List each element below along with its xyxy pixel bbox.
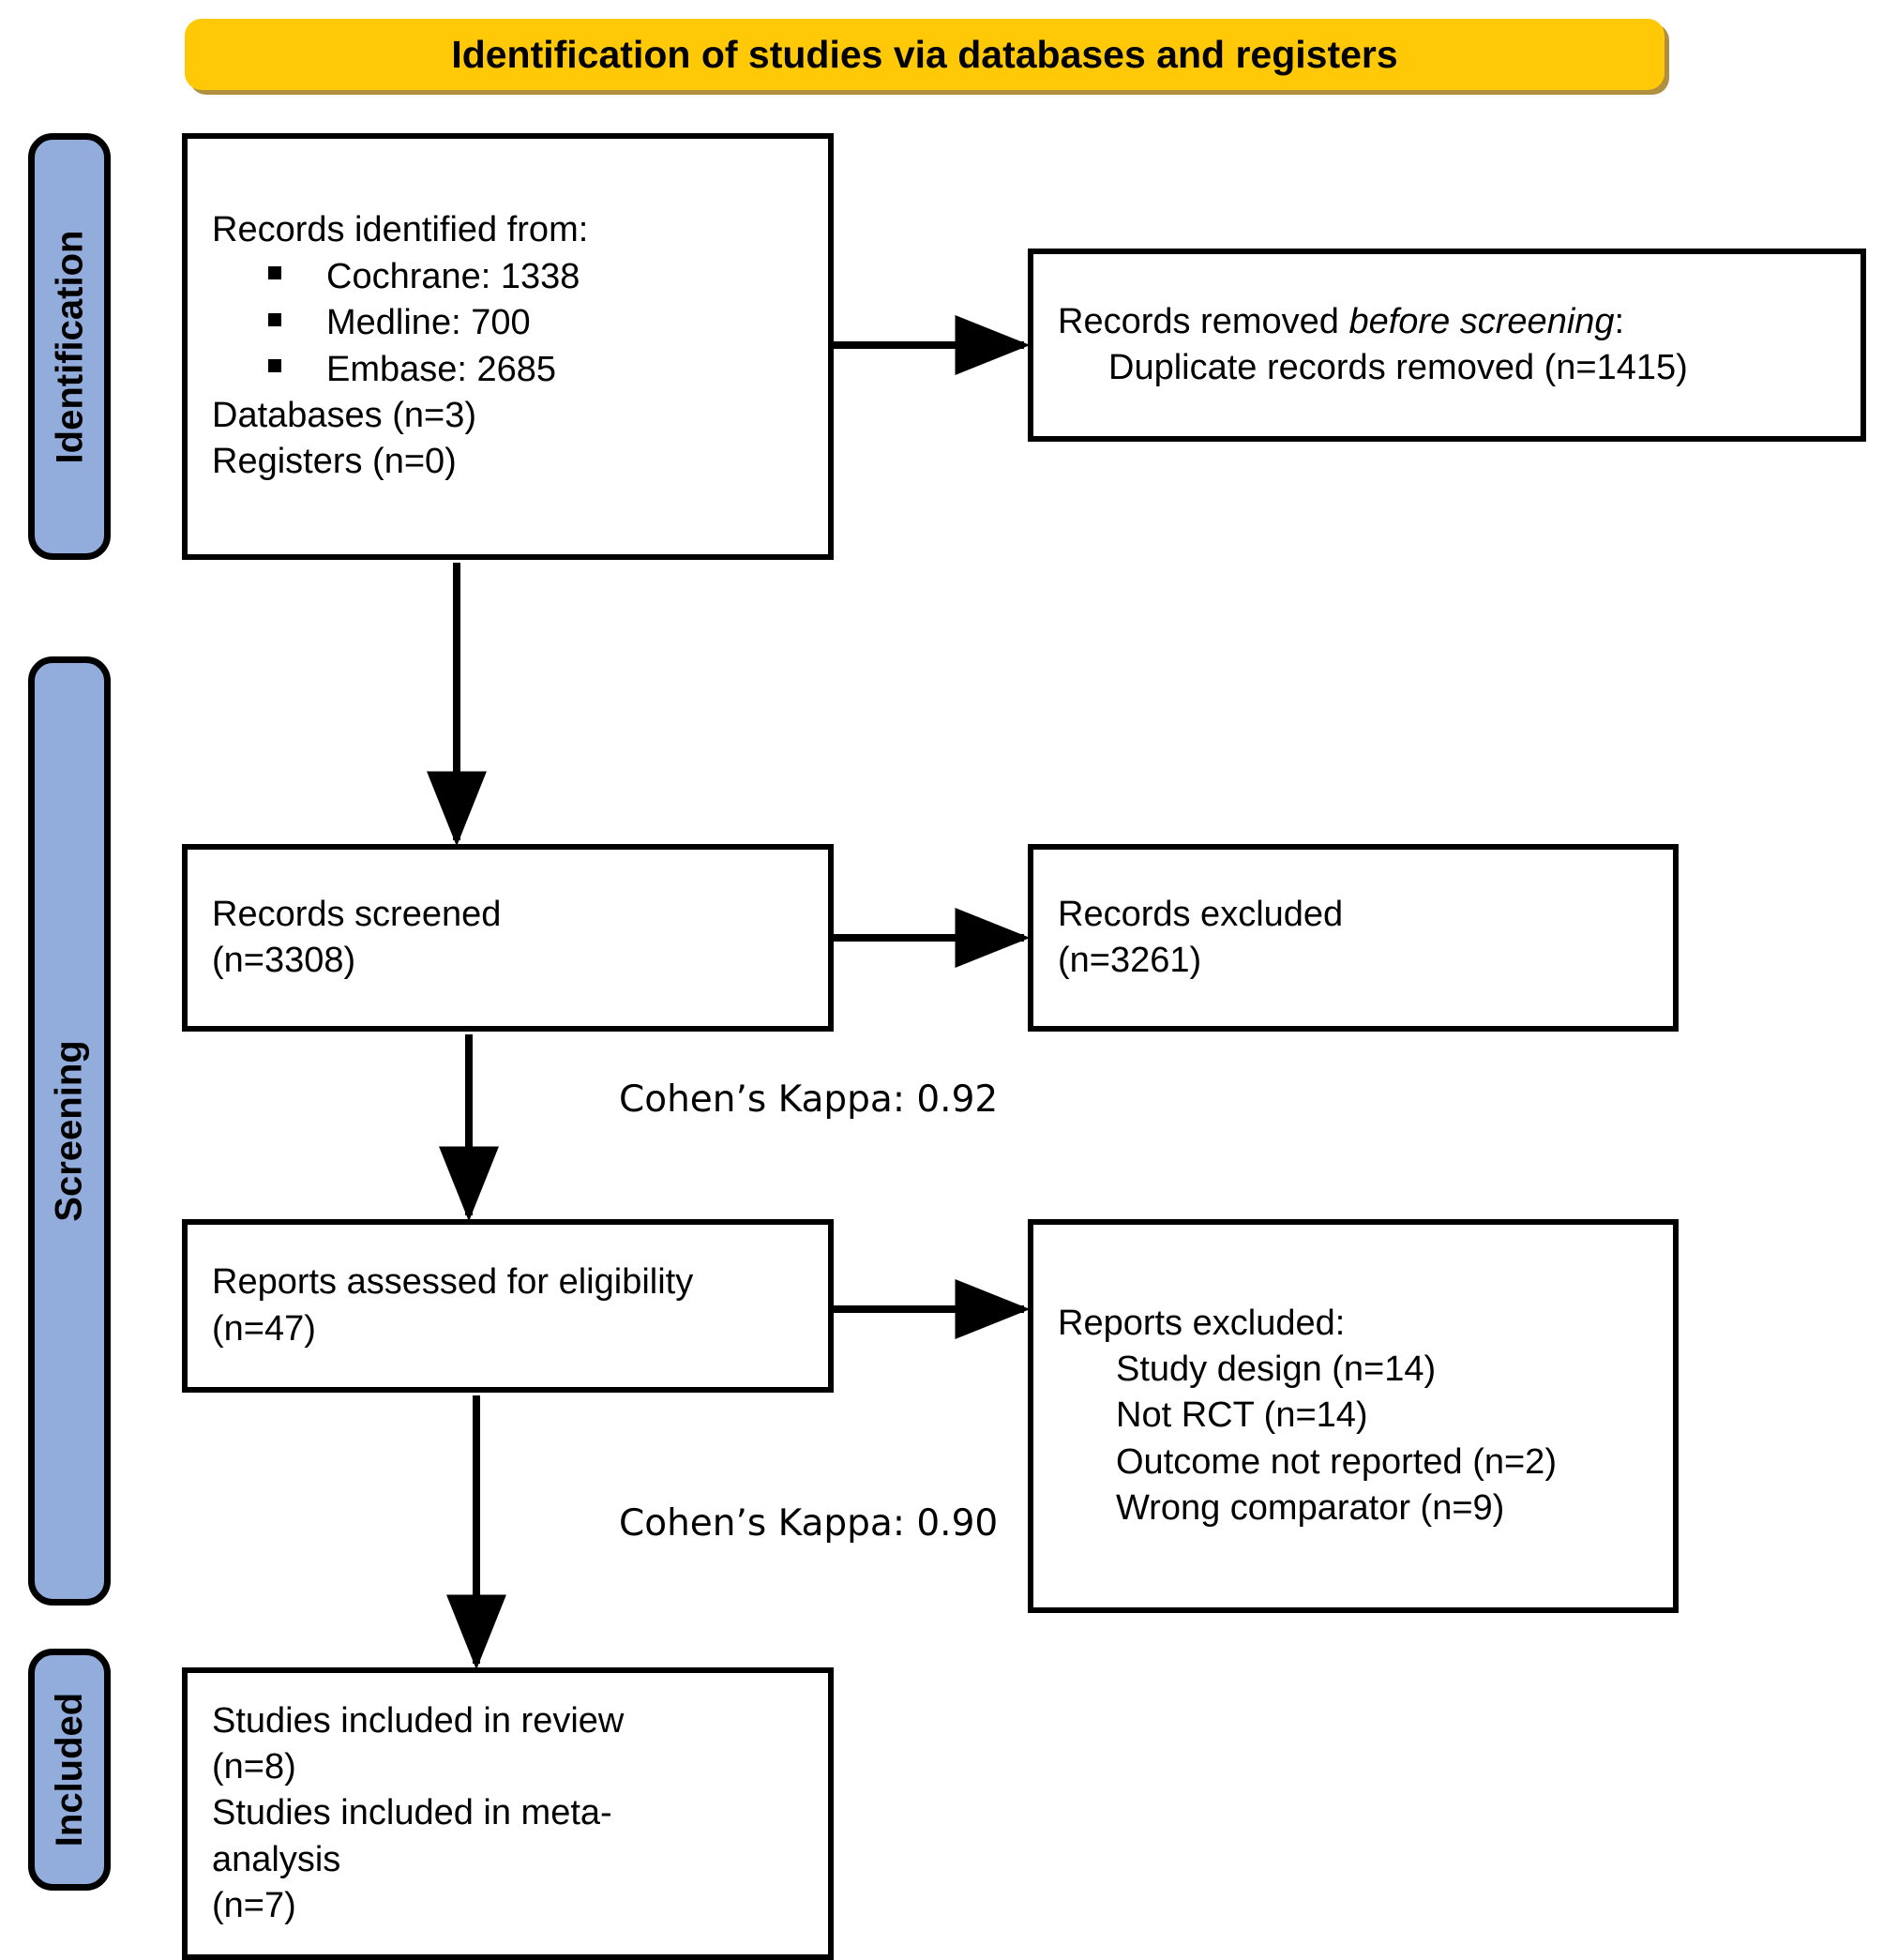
annotation-kappa-eligibility: Cohen’s Kappa: 0.90 — [619, 1502, 999, 1545]
reports-assessed-count: (n=47) — [212, 1308, 316, 1349]
reports-excluded-reason-outcome-not-reported: Outcome not reported (n=2) — [1116, 1441, 1557, 1482]
box-reports-excluded: Reports excluded: Study design (n=14) No… — [1028, 1219, 1679, 1613]
banner-title: Identification of studies via databases … — [451, 32, 1398, 76]
studies-included-review-label: Studies included in review — [212, 1700, 625, 1741]
phase-identification-label: Identification — [49, 230, 91, 463]
bullet-square-icon — [268, 266, 281, 280]
phase-included-label: Included — [49, 1692, 91, 1847]
bullet-square-icon — [268, 359, 281, 373]
records-removed-lead-post: : — [1614, 301, 1625, 341]
box-records-removed: Records removed before screening: Duplic… — [1028, 249, 1866, 442]
studies-included-review-count: (n=8) — [212, 1746, 296, 1787]
banner-identification: Identification of studies via databases … — [185, 19, 1665, 90]
records-identified-bullet-medline: Medline: 700 — [212, 300, 804, 346]
box-studies-included: Studies included in review (n=8) Studies… — [182, 1667, 834, 1960]
box-reports-assessed: Reports assessed for eligibility (n=47) — [182, 1219, 834, 1393]
records-screened-label: Records screened — [212, 894, 502, 934]
box-reports-assessed-content: Reports assessed for eligibility (n=47) — [188, 1259, 828, 1352]
bullet-square-icon — [268, 312, 281, 326]
box-records-screened-content: Records screened (n=3308) — [188, 892, 828, 985]
reports-excluded-reason-wrong-comparator: Wrong comparator (n=9) — [1116, 1488, 1505, 1529]
box-records-identified-content: Records identified from: Cochrane: 1338 … — [188, 207, 828, 485]
box-studies-included-content: Studies included in review (n=8) Studies… — [188, 1698, 828, 1930]
records-identified-bullet-cochrane-text: Cochrane: 1338 — [326, 256, 580, 296]
records-removed-duplicates: Duplicate records removed (n=1415) — [1108, 348, 1688, 387]
box-reports-excluded-content: Reports excluded: Study design (n=14) No… — [1033, 1301, 1673, 1532]
phase-screening: Screening — [28, 656, 111, 1606]
phase-included: Included — [28, 1649, 111, 1891]
box-records-removed-content: Records removed before screening: Duplic… — [1033, 299, 1860, 392]
records-removed-lead-pre: Records removed — [1058, 301, 1349, 341]
phase-screening-label: Screening — [49, 1040, 90, 1222]
reports-excluded-reason-study-design: Study design (n=14) — [1116, 1349, 1437, 1389]
studies-included-meta-label-cont: analysis — [212, 1839, 341, 1879]
reports-assessed-label: Reports assessed for eligibility — [212, 1262, 694, 1303]
records-identified-registers: Registers (n=0) — [212, 442, 457, 482]
reports-excluded-reason-not-rct: Not RCT (n=14) — [1116, 1395, 1368, 1436]
studies-included-meta-label: Studies included in meta- — [212, 1793, 612, 1833]
phase-identification: Identification — [28, 133, 111, 560]
records-identified-bullet-medline-text: Medline: 700 — [326, 303, 531, 343]
records-identified-bullet-cochrane: Cochrane: 1338 — [212, 254, 804, 300]
records-excluded-count: (n=3261) — [1058, 941, 1202, 980]
box-records-excluded-content: Records excluded (n=3261) — [1033, 892, 1673, 985]
reports-excluded-lead: Reports excluded: — [1058, 1303, 1346, 1343]
records-identified-lead: Records identified from: — [212, 210, 589, 250]
records-removed-lead-italic: before screening — [1348, 301, 1615, 341]
studies-included-meta-count: (n=7) — [212, 1886, 296, 1926]
records-excluded-label: Records excluded — [1058, 894, 1344, 934]
records-screened-count: (n=3308) — [212, 941, 356, 980]
records-identified-bullet-embase: Embase: 2685 — [212, 347, 804, 393]
records-identified-bullet-embase-text: Embase: 2685 — [326, 349, 557, 389]
records-identified-databases: Databases (n=3) — [212, 395, 476, 435]
box-records-identified: Records identified from: Cochrane: 1338 … — [182, 133, 834, 560]
box-records-screened: Records screened (n=3308) — [182, 844, 834, 1032]
records-removed-lead: Records removed before screening: — [1058, 299, 1836, 345]
annotation-kappa-screening: Cohen’s Kappa: 0.92 — [619, 1078, 999, 1121]
box-records-excluded: Records excluded (n=3261) — [1028, 844, 1679, 1032]
